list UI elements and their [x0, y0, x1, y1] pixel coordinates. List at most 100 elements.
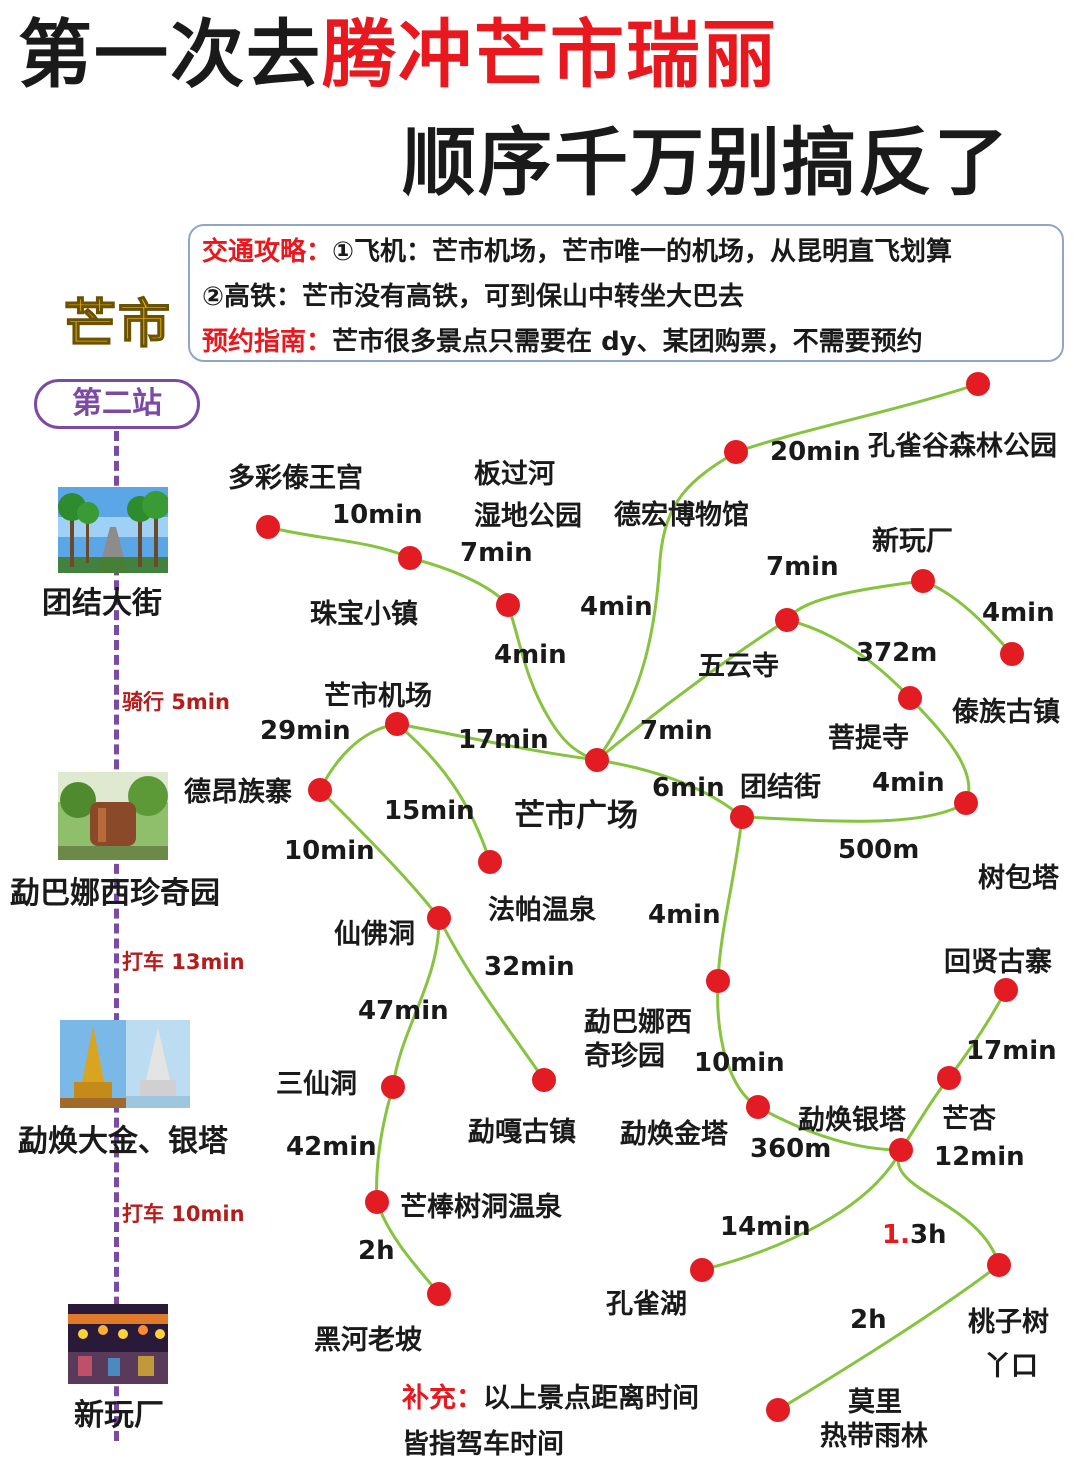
label-sanxian: 三仙洞 [276, 1069, 357, 1100]
time-14min: 14min [720, 1212, 811, 1242]
poi-mangbang [365, 1190, 389, 1214]
label-mengga: 勐嘎古镇 [468, 1117, 576, 1148]
route-sanxian-mangbang [375, 1085, 395, 1204]
route-wuyun-xinwan [785, 579, 925, 622]
route-duocai-zhubao [266, 525, 412, 560]
poi-huixian [994, 978, 1018, 1002]
time-1-3h: 1.3h [882, 1220, 947, 1250]
time-20min: 20min [770, 437, 861, 467]
route-kongque-dehong [734, 382, 980, 454]
poi-kongquehu [690, 1258, 714, 1282]
note-text-1: 以上景点距离时间 [483, 1383, 699, 1414]
label-moli-2: 热带雨林 [820, 1421, 928, 1452]
label-tuanjiejie: 团结街 [740, 772, 821, 803]
label-fapa: 法帕温泉 [488, 895, 596, 926]
route-jinta-yinta [756, 1105, 903, 1152]
route-xianfo-sanxian [391, 916, 441, 1089]
poi-putisi [898, 686, 922, 710]
plane-text: ①飞机：芒市机场，芒市唯一的机场，从昆明直飞划算 [332, 237, 953, 267]
label-duocai: 多彩傣王宫 [228, 463, 363, 494]
label-moli-1: 莫里 [848, 1387, 902, 1418]
photo-tuanjie-street [58, 487, 168, 573]
poi-mbnx [706, 969, 730, 993]
label-deang: 德昂族寨 [184, 777, 292, 808]
poi-dehong-museum [724, 440, 748, 464]
time-47min: 47min [358, 996, 449, 1026]
poi-daizu [1000, 642, 1024, 666]
time-360m: 360m [750, 1134, 832, 1164]
time-10min-c: 10min [694, 1048, 785, 1078]
time-4min-a: 4min [580, 592, 653, 622]
route-airport-square [395, 722, 599, 762]
time-17min-a: 17min [458, 725, 549, 755]
photo-pagodas [60, 1020, 190, 1108]
label-taozi-1: 桃子树 [968, 1307, 1049, 1338]
travel-1: 骑行 5min [122, 690, 230, 714]
time-2h-b: 2h [850, 1305, 887, 1335]
label-airport: 芒市机场 [324, 681, 432, 712]
poi-banguohe [496, 593, 520, 617]
label-heihe: 黑河老坡 [314, 1325, 422, 1356]
train-text: ②高铁：芒市没有高铁，可到保山中转坐大巴去 [202, 282, 745, 312]
page-title-line1: 第一次去腾冲芒市瑞丽 [18, 10, 778, 100]
poi-xianfo [427, 906, 451, 930]
poi-fapa [478, 850, 502, 874]
note-line1: 补充：以上景点距离时间 [402, 1376, 699, 1415]
info-box: 交通攻略：①飞机：芒市机场，芒市唯一的机场，从昆明直飞划算 ②高铁：芒市没有高铁… [188, 224, 1064, 362]
poi-mengga [532, 1068, 556, 1092]
poi-kongque-gu [966, 372, 990, 396]
label-daizu: 傣族古镇 [952, 697, 1060, 728]
poi-yinta [889, 1138, 913, 1162]
label-square: 芒市广场 [514, 798, 638, 834]
label-mbnx-1: 勐巴娜西 [584, 1007, 692, 1038]
poi-xinwanchang [911, 569, 935, 593]
route-yinta-taozi [896, 1148, 1001, 1267]
time-32min: 32min [484, 952, 575, 982]
label-banguohe-1: 板过河 [474, 459, 555, 490]
time-10min-a: 10min [332, 500, 423, 530]
route-taozi-moli [776, 1263, 1001, 1412]
route-yinta-kongquehu [700, 1148, 903, 1272]
label-putisi: 菩提寺 [828, 723, 909, 754]
poi-zhubao [398, 546, 422, 570]
route-square-tuanjie [595, 758, 744, 819]
poi-shubaota [954, 791, 978, 815]
poi-sanxian [381, 1075, 405, 1099]
label-yinta: 勐焕银塔 [798, 1105, 906, 1136]
time-7min-a: 7min [460, 538, 533, 568]
photo-mengbanaxi [58, 772, 168, 860]
label-xinwanchang: 新玩厂 [872, 526, 953, 557]
label-dehong-museum: 德宏博物馆 [614, 500, 749, 531]
label-shubaota: 树包塔 [978, 863, 1059, 894]
poi-moli [766, 1398, 790, 1422]
time-1-3h-red: 1. [882, 1220, 910, 1250]
station-badge: 第二站 [34, 379, 200, 429]
label-xianfo: 仙佛洞 [334, 919, 415, 950]
title-black: 第一次去 [18, 12, 322, 98]
poi-airport [385, 712, 409, 736]
route-square-wuyun [595, 618, 789, 762]
label-taozi-2: 丫口 [984, 1351, 1038, 1382]
time-2h-a: 2h [358, 1236, 395, 1266]
route-wuyun-puti [785, 618, 912, 700]
route-shubao-tuanjie [740, 801, 968, 823]
label-mbnx-2: 奇珍园 [584, 1041, 665, 1072]
time-15min: 15min [384, 796, 475, 826]
time-7min-b: 7min [766, 552, 839, 582]
city-name: 芒市 [63, 294, 173, 356]
time-42min: 42min [286, 1132, 377, 1162]
label-zhubao: 珠宝小镇 [310, 599, 418, 630]
itinerary-stop-3: 勐焕大金、银塔 [18, 1124, 228, 1159]
poi-tuanjiejie [730, 805, 754, 829]
time-1-3h-black: 3h [909, 1220, 947, 1250]
time-372m: 372m [856, 638, 938, 668]
info-booking-line: 预约指南：芒市很多景点只需要在 dy、某团购票，不需要预约 [202, 320, 1050, 365]
route-deang-xianfo [318, 788, 441, 920]
poi-taozi [987, 1253, 1011, 1277]
time-4min-d: 4min [872, 768, 945, 798]
label-huixian: 回贤古寨 [944, 947, 1052, 978]
poi-duocai [256, 515, 280, 539]
time-12min: 12min [934, 1142, 1025, 1172]
poi-mangxing [937, 1066, 961, 1090]
